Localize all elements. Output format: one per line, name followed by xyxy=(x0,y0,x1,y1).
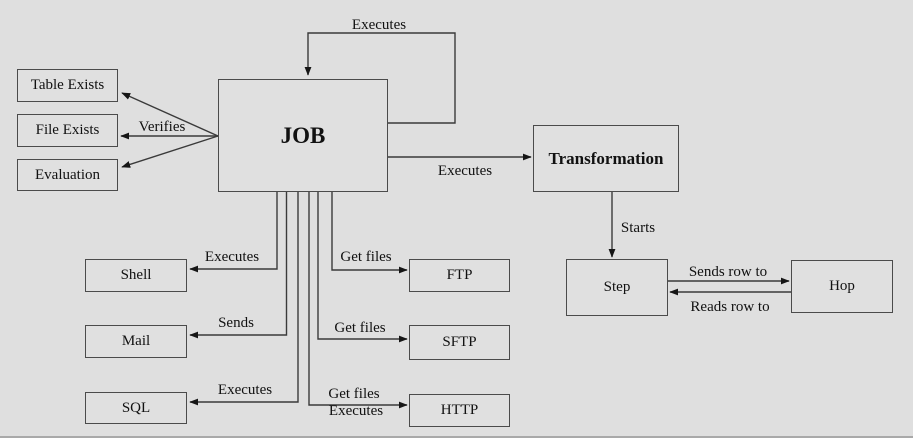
edge-label-job-ftp: Get files xyxy=(340,249,392,265)
edge-label-verifies: Verifies xyxy=(138,119,186,135)
node-evaluation: Evaluation xyxy=(17,159,118,191)
edge-label-reads-row-to: Reads row to xyxy=(690,299,770,315)
node-transformation: Transformation xyxy=(533,125,679,192)
node-table-exists-label: Table Exists xyxy=(30,77,105,93)
edge-job-http xyxy=(308,192,408,409)
edge-job-sql xyxy=(189,192,299,406)
node-step: Step xyxy=(566,259,668,316)
edge-label-job-transformation: Executes xyxy=(437,163,493,179)
edge-job-ftp xyxy=(331,192,408,274)
node-table-exists: Table Exists xyxy=(17,69,118,102)
node-sql-label: SQL xyxy=(121,399,151,416)
page-bottom-edge xyxy=(0,436,913,438)
edge-job-shell xyxy=(189,192,278,273)
node-transformation-label: Transformation xyxy=(548,148,664,168)
edge-job-sftp xyxy=(317,192,408,343)
node-file-exists: File Exists xyxy=(17,114,118,147)
node-hop-label: Hop xyxy=(829,278,855,294)
node-sql: SQL xyxy=(85,392,187,424)
edge-label-job-shell: Executes xyxy=(204,249,260,265)
node-http-label: HTTP xyxy=(440,402,479,418)
edge-job-table-exists xyxy=(121,92,219,137)
node-mail: Mail xyxy=(85,325,187,358)
node-file-exists-label: File Exists xyxy=(35,122,100,138)
node-shell-label: Shell xyxy=(120,267,152,283)
node-job-label: JOB xyxy=(280,122,326,148)
node-job: JOB xyxy=(218,79,388,192)
node-sftp-label: SFTP xyxy=(442,334,477,350)
node-shell: Shell xyxy=(85,259,187,292)
edge-label-job-sql: Executes xyxy=(217,382,273,398)
node-ftp-label: FTP xyxy=(446,267,473,283)
edge-label-sends-row-to: Sends row to xyxy=(688,264,768,280)
node-hop: Hop xyxy=(791,260,893,313)
edge-label-job-mail: Sends xyxy=(218,315,254,331)
edge-job-evaluation xyxy=(121,135,219,168)
edge-label-job-http-executes: Executes xyxy=(328,403,384,419)
edge-label-starts: Starts xyxy=(620,220,656,236)
node-mail-label: Mail xyxy=(121,333,151,349)
node-ftp: FTP xyxy=(409,259,510,292)
node-sftp: SFTP xyxy=(409,325,510,360)
edge-job-self xyxy=(304,32,456,124)
node-evaluation-label: Evaluation xyxy=(35,166,100,183)
node-step-label: Step xyxy=(603,279,631,295)
edge-label-job-self: Executes xyxy=(351,17,407,33)
node-http: HTTP xyxy=(409,394,510,427)
edge-job-mail xyxy=(189,192,288,339)
edge-label-job-sftp: Get files xyxy=(334,320,386,336)
edge-label-job-http-getfiles: Get files xyxy=(328,386,380,402)
